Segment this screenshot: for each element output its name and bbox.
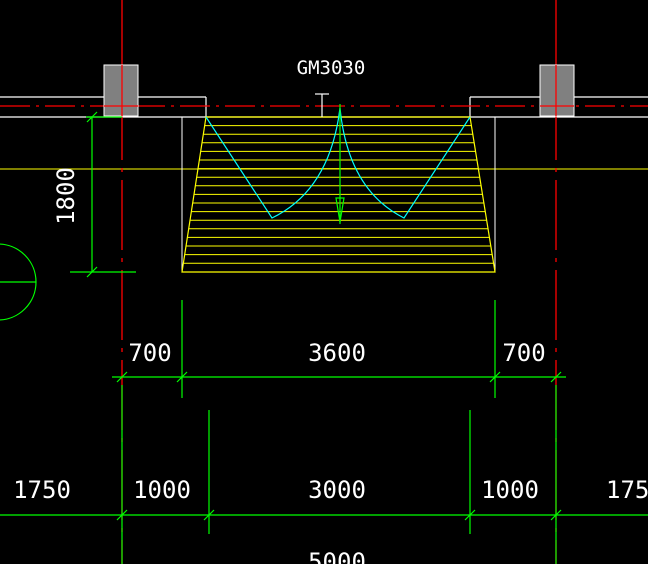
dimension-row-1 — [112, 300, 566, 398]
dim-row1-tick-495 — [489, 371, 501, 383]
slope-arrow — [335, 104, 345, 224]
dim-row1-left: 700 — [128, 339, 171, 367]
dim-row2-far-left: 1750 — [13, 476, 71, 504]
slope-line-left — [205, 107, 341, 219]
partial-circle — [0, 243, 37, 321]
door-tag-leader — [315, 93, 329, 117]
slope-line-right — [339, 107, 471, 219]
slope-lines — [205, 107, 471, 219]
dim-row2-middle: 3000 — [308, 476, 366, 504]
dim-row1-tick-182 — [176, 371, 188, 383]
dim-row2-tick-209 — [203, 509, 215, 521]
dim-row2-far-right: 1750 — [606, 476, 648, 504]
dim-row2-right: 1000 — [481, 476, 539, 504]
dim-row2-tick-122 — [116, 509, 128, 521]
dim-row1-right: 700 — [502, 339, 545, 367]
dim-row1-middle: 3600 — [308, 339, 366, 367]
vertical-dimension-tick-top — [86, 111, 98, 123]
dim-row2-tick-556 — [550, 509, 562, 521]
dim-row2-tick-470 — [464, 509, 476, 521]
column-left — [103, 64, 139, 117]
vertical-dimension-text: 1800 — [52, 167, 80, 225]
ramp-hatch — [183, 125, 494, 264]
door-tag: GM3030 — [297, 57, 366, 79]
slope-arrow-head — [335, 197, 345, 223]
dim-row2-left: 1000 — [133, 476, 191, 504]
dimension-row-2 — [0, 385, 648, 564]
column-right — [539, 64, 575, 117]
ramp — [181, 116, 496, 273]
dim-row1-tick-556 — [550, 371, 562, 383]
vertical-dimension — [70, 111, 136, 278]
vertical-dimension-tick-bottom — [86, 266, 98, 278]
dim-row1-tick-122 — [116, 371, 128, 383]
dim-row3-total: 5000 — [308, 548, 366, 564]
